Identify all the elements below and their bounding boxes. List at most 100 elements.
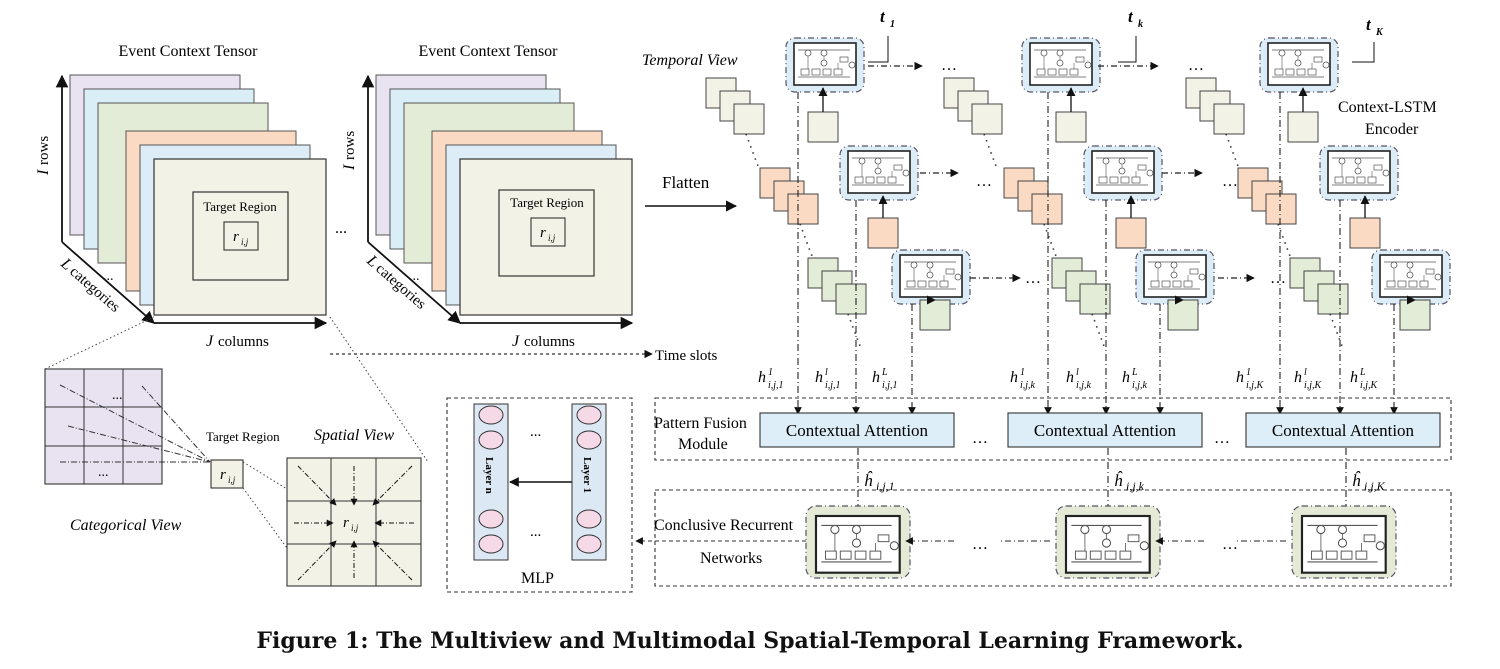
rows-word-2: rows — [342, 131, 358, 160]
categories-axis — [61, 241, 155, 324]
input-square — [1079, 283, 1111, 315]
stack-connector — [1225, 133, 1239, 167]
conclusive-lstm — [1300, 514, 1387, 574]
pattern-fusion-line2: Module — [678, 436, 728, 453]
stack-connector — [983, 133, 997, 167]
contextual-attention-box — [1245, 412, 1441, 448]
lstm-cell — [1029, 42, 1093, 86]
target-region-label: Target Region — [203, 199, 277, 214]
lstm-cell — [847, 150, 911, 194]
hhat-sub: i,j,K — [1364, 479, 1386, 493]
svg-text:t: t — [880, 7, 886, 26]
svg-text:k: k — [1138, 19, 1143, 30]
h-label-sub: i,j,K — [1246, 380, 1265, 391]
lstm-cell — [899, 254, 963, 298]
between-dots: ... — [335, 220, 347, 237]
lstm-cell — [1327, 150, 1391, 194]
stack-connector — [1091, 313, 1105, 347]
input-square — [1265, 193, 1297, 225]
col-word-2: columns — [524, 334, 575, 350]
svg-text:K: K — [1375, 27, 1384, 38]
conclusive-line2: Networks — [700, 550, 762, 567]
input-square — [787, 193, 819, 225]
stack-dots: ... — [103, 269, 114, 284]
attention-dots-2: … — [1214, 430, 1230, 447]
contextual-attention-box — [1007, 412, 1203, 448]
cell-r-sub: i,j — [241, 237, 249, 247]
h-label-sup: 1 — [1020, 367, 1025, 378]
hhat-sub: i,j,1 — [876, 479, 895, 493]
conclusive-line1: Conclusive Recurrent — [654, 517, 794, 534]
input-square — [1213, 103, 1245, 135]
cell-input-box — [807, 111, 839, 143]
encoder-label-line1: Context-LSTM — [1338, 99, 1437, 116]
svg-text:t: t — [1366, 15, 1372, 34]
categorical-view: ... ... Categorical View — [44, 368, 211, 534]
svg-text:t: t — [1128, 7, 1134, 26]
h-label-sub: i,j,k — [1020, 380, 1036, 391]
attention-dots-1: … — [972, 430, 988, 447]
lstm-cell — [1091, 150, 1155, 194]
conclusive-lstm — [1064, 514, 1151, 574]
h-label: h — [815, 369, 823, 386]
conclusive-dots-2: … — [1222, 536, 1238, 553]
temporal-dots: … — [1025, 270, 1041, 287]
stack-connector — [799, 223, 813, 257]
hhat-sub: i,j,k — [1126, 479, 1145, 493]
h-label-sup: L — [881, 367, 888, 378]
h-label-sup: L — [1131, 367, 1138, 378]
mlp-layer-1 — [571, 403, 607, 561]
lstm-cell — [814, 514, 901, 574]
tensor-left: Target Region r i,j Event Context Tensor… — [35, 43, 328, 350]
target-region-cell — [210, 459, 244, 489]
temporal-dots: … — [976, 173, 992, 190]
temporal-dots: … — [1222, 173, 1238, 190]
h-label: h — [1294, 369, 1302, 386]
encoder-label-line2: Encoder — [1365, 121, 1419, 138]
h-label-sub: i,j,k — [1132, 380, 1148, 391]
h-label: h — [872, 369, 880, 386]
mlp-dots-top: ... — [530, 424, 541, 440]
col-word: columns — [218, 334, 269, 350]
lstm-cell — [793, 42, 857, 86]
mlp-label: MLP — [521, 570, 554, 587]
h-label: h — [758, 369, 766, 386]
lstm-cell — [1267, 42, 1331, 86]
cell-input-box — [1349, 217, 1381, 249]
h-label-sup: L — [1359, 367, 1366, 378]
temporal-dots: … — [941, 57, 957, 74]
cell-r — [223, 221, 259, 251]
svg-text:i,j: i,j — [228, 475, 236, 485]
h-label-sub: i,j,K — [1360, 380, 1379, 391]
h-label: h — [1350, 369, 1358, 386]
temporal-dots: … — [1270, 270, 1286, 287]
conclusive-module — [654, 489, 1452, 587]
time-mark-K: t K — [1352, 15, 1384, 63]
input-square — [733, 103, 765, 135]
lstm-cell — [1143, 254, 1207, 298]
col-var: J — [206, 333, 214, 350]
rows-var-2: I — [341, 164, 358, 171]
input-square — [971, 103, 1003, 135]
input-square — [1031, 193, 1063, 225]
cat-word-2: categories — [372, 261, 429, 313]
rows-var: I — [35, 169, 52, 176]
input-square — [835, 283, 867, 315]
h-label: h — [1010, 369, 1018, 386]
stack-connector — [1043, 223, 1057, 257]
stack-connector — [745, 133, 759, 167]
conclusive-lstm — [814, 514, 901, 574]
cell-input-box — [1055, 111, 1087, 143]
hhat-label: ĥ — [1114, 471, 1123, 490]
figure-caption: Figure 1: The Multiview and Multimodal S… — [256, 628, 1244, 654]
h-label-sub: i,j,K — [1304, 380, 1323, 391]
mlp-block: Layer n Layer 1 ... ... MLP — [446, 397, 633, 593]
spatial-view: Spatial View r i,j — [286, 427, 422, 587]
svg-text:r: r — [220, 467, 226, 483]
h-label-sub: i,j,1 — [825, 380, 841, 391]
tensor-right: Target Region r i,j Event Context Tensor… — [341, 43, 634, 350]
mlp-layer-n — [473, 403, 509, 561]
svg-text:...: ... — [112, 388, 123, 403]
cell-r-label: r — [233, 229, 239, 245]
